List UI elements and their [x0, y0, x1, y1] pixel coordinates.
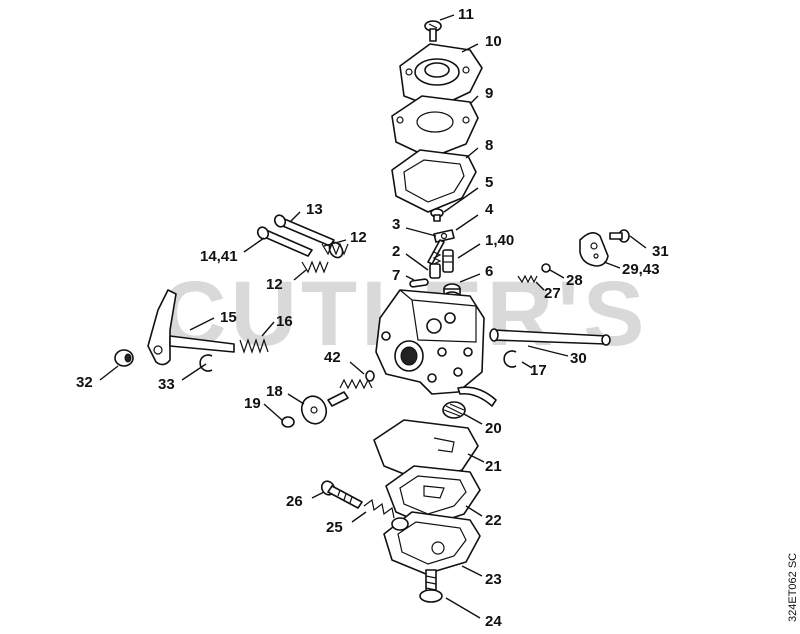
part-27-spring: [517, 274, 538, 284]
label-part-7: 7: [392, 267, 400, 284]
label-part-22: 22: [485, 512, 502, 529]
label-part-19: 19: [244, 395, 261, 412]
label-part-12-upper: 12: [350, 229, 367, 246]
part-31-screw: [609, 229, 630, 243]
part-33-clip: [199, 354, 213, 372]
label-part-18: 18: [266, 383, 283, 400]
label-part-3: 3: [392, 216, 400, 233]
label-part-8: 8: [485, 137, 493, 154]
label-part-31: 31: [652, 243, 669, 260]
label-part-13: 13: [306, 201, 323, 218]
label-part-17: 17: [530, 362, 547, 379]
label-part-16: 16: [276, 313, 293, 330]
label-part-29-43: 29,43: [622, 261, 660, 278]
part-10-pump-cover: [399, 43, 483, 109]
label-part-1-40: 1,40: [485, 232, 514, 249]
part-32-cap: [114, 349, 134, 367]
part-15-choke-shaft: [147, 289, 235, 366]
label-part-20: 20: [485, 420, 502, 437]
fuel-hose: [457, 386, 497, 407]
label-part-27: 27: [544, 285, 561, 302]
label-part-42: 42: [324, 349, 341, 366]
part-7-pin: [409, 278, 429, 288]
leader-lines: [99, 14, 647, 619]
label-part-32: 32: [76, 374, 93, 391]
part-19-screw: [281, 416, 295, 428]
label-part-25: 25: [326, 519, 343, 536]
part-3-4-inlet-lever: [427, 229, 455, 265]
part-42-spring: [339, 370, 375, 390]
part-9-pump-diaphragm: [391, 95, 479, 159]
part-18-disc: [300, 391, 349, 425]
label-part-12-lower: 12: [266, 276, 283, 293]
part-8-gasket: [391, 149, 477, 213]
part-25-spring: [363, 498, 395, 519]
part-29-43-throttle-lever: [579, 232, 609, 267]
label-part-21: 21: [485, 458, 502, 475]
carburetor-body: [375, 289, 485, 395]
label-part-5: 5: [485, 174, 493, 191]
label-part-33: 33: [158, 376, 175, 393]
label-part-15: 15: [220, 309, 237, 326]
part-16-spring: [239, 338, 269, 354]
label-part-6: 6: [485, 263, 493, 280]
drawing-code: 324ET062 SC: [787, 553, 799, 622]
part-17-clip: [503, 350, 517, 368]
part-26-screw: [320, 480, 363, 509]
label-part-10: 10: [485, 33, 502, 50]
part-12-spring-upper: [321, 242, 349, 256]
label-part-9: 9: [485, 85, 493, 102]
label-part-23: 23: [485, 571, 502, 588]
label-part-4: 4: [485, 201, 494, 218]
label-part-28: 28: [566, 272, 583, 289]
part-30-throttle-shaft: [489, 328, 611, 346]
part-1-40-inlet-needle: [442, 249, 454, 273]
part-11-screw: [424, 20, 442, 42]
part-2-spring: [429, 251, 442, 279]
part-23-end-cover: [383, 511, 481, 575]
part-22-gasket: [385, 465, 481, 527]
part-20-screen: [442, 401, 466, 419]
part-12-spring-lower: [301, 260, 329, 274]
label-part-26: 26: [286, 493, 303, 510]
label-part-30: 30: [570, 350, 587, 367]
part-5-screw: [430, 208, 444, 222]
part-28-ball: [541, 263, 551, 273]
label-part-11: 11: [458, 6, 474, 23]
label-part-14-41: 14,41: [200, 248, 238, 265]
part-24-screw: [419, 569, 443, 603]
part-14-41-adjusting-screw: [256, 226, 313, 257]
part-21-metering-diaphragm: [373, 419, 479, 483]
label-part-24: 24: [485, 613, 502, 630]
label-part-2: 2: [392, 243, 400, 260]
